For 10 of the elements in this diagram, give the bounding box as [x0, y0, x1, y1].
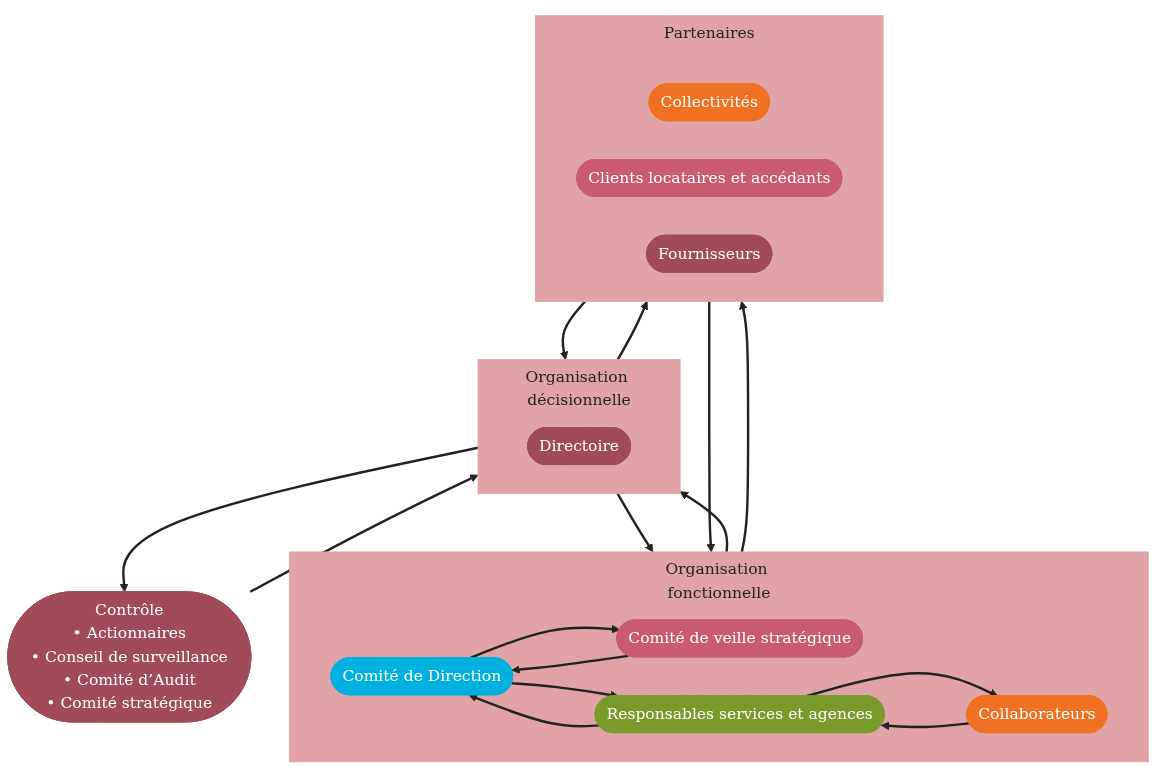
arrow [468, 694, 600, 728]
arrow [739, 301, 750, 553]
arrow [511, 654, 629, 674]
arrow [468, 625, 621, 660]
arrow [559, 300, 586, 361]
arrow [616, 301, 648, 361]
arrow [679, 491, 729, 553]
arrow [706, 301, 716, 553]
arrow [880, 721, 970, 731]
arrow [616, 493, 654, 553]
